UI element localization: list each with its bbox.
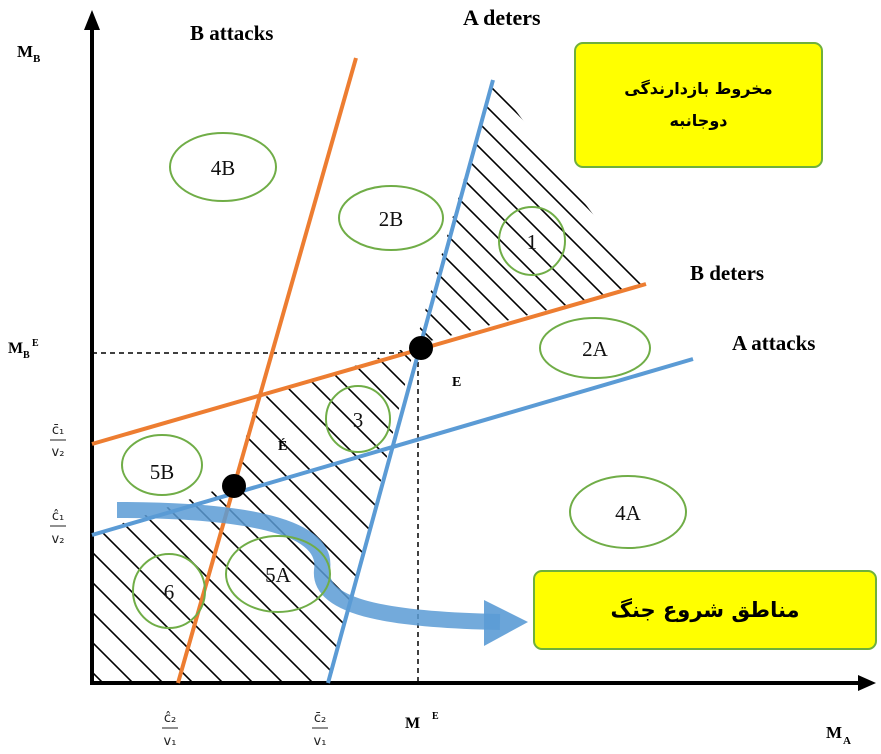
label-a-deters: A deters [463,5,541,30]
zone-2b: 2B [338,185,444,251]
me-label: M E [405,711,439,732]
zone-5a: 5A [225,535,331,613]
svg-text:v₁: v₁ [164,734,177,749]
b-attacks-line [176,57,358,684]
hatch-line [92,345,271,683]
war-start-zones-text: مناطق شروع جنگ [610,598,800,622]
hatch-line [415,80,501,345]
svg-text:E: E [32,338,39,349]
hatch-line [415,80,549,345]
hatch-line [0,330,90,700]
svg-text:4B: 4B [211,156,236,180]
mutual-deterrence-cone-text: مخروط بازدارندگی دوجانبه [624,79,773,130]
svg-text:c̄₁: c̄₁ [52,423,64,438]
svg-text:3: 3 [353,408,364,432]
a-deters-line [326,79,495,684]
zone-2a: 2A [539,317,651,379]
svg-text:c̄₂: c̄₂ [314,711,326,726]
zone-5b: 5B [121,434,203,496]
svg-text:6: 6 [164,580,175,604]
equilibrium-point-e [409,336,433,360]
b-deters-line [91,282,647,446]
label-point-e: E [452,375,461,390]
svg-text:B: B [23,350,30,361]
hatch-line [92,345,181,683]
hatch-line [289,345,415,683]
hatch-line [92,345,211,683]
hatch-line [415,80,525,345]
svg-text:B: B [33,53,41,65]
hatch-line [415,80,573,345]
svg-text:M: M [405,715,420,732]
equilibrium-point-e-prime [222,474,246,498]
zone-3: 3 [325,385,391,453]
hatch-line [80,60,380,360]
svg-text:5B: 5B [150,460,175,484]
x-tick-c2-hat-over-v1: ĉ₂ v₁ [162,711,178,749]
svg-text:E: E [432,711,439,722]
zone-1: 1 [498,206,566,276]
x-axis-label: M A [826,723,851,747]
hatch-line [92,345,241,683]
label-b-attacks: B attacks [190,21,273,45]
svg-text:2A: 2A [582,337,609,361]
svg-text:v₂: v₂ [52,532,65,547]
y-tick-c1-hat-over-v2: ĉ₁ v₂ [50,509,66,547]
x-axis-arrowhead [858,675,876,691]
label-point-e-prime: É [278,437,287,454]
y-axis-label: M B [17,42,41,65]
svg-text:A: A [843,735,851,747]
war-start-arrow [116,502,501,630]
mutual-deterrence-cone-callout: مخروط بازدارندگی دوجانبه [574,42,823,168]
war-start-arrowhead [484,600,528,646]
svg-text:2B: 2B [379,207,404,231]
svg-text:ĉ₂: ĉ₂ [164,711,176,726]
y-axis-arrowhead [84,10,100,30]
svg-text:ĉ₁: ĉ₁ [52,509,64,524]
zone-4b: 4B [169,132,277,202]
hatch-line [229,345,415,683]
hatch-line [415,80,453,345]
war-start-zones-callout: مناطق شروع جنگ [533,570,877,650]
label-a-attacks: A attacks [732,331,815,355]
zone-4a: 4A [569,475,687,549]
label-b-deters: B deters [690,261,764,285]
svg-text:5A: 5A [265,563,292,587]
svg-text:v₂: v₂ [52,445,65,460]
svg-text:v₁: v₁ [314,734,327,749]
hatch-line [319,345,415,683]
y-tick-c1-bar-over-v2: c̄₁ v₂ [50,423,66,460]
mbe-label: M B E [8,338,39,361]
svg-text:M: M [8,340,23,357]
svg-text:M: M [826,723,842,742]
x-tick-c2-bar-over-v1: c̄₂ v₁ [312,711,328,749]
hatch-line [104,60,404,360]
hatch-line [415,80,477,345]
svg-text:1: 1 [527,230,538,254]
svg-text:M: M [17,42,33,61]
svg-text:4A: 4A [615,501,642,525]
zone-6: 6 [132,553,206,629]
hatch-line [259,345,415,683]
